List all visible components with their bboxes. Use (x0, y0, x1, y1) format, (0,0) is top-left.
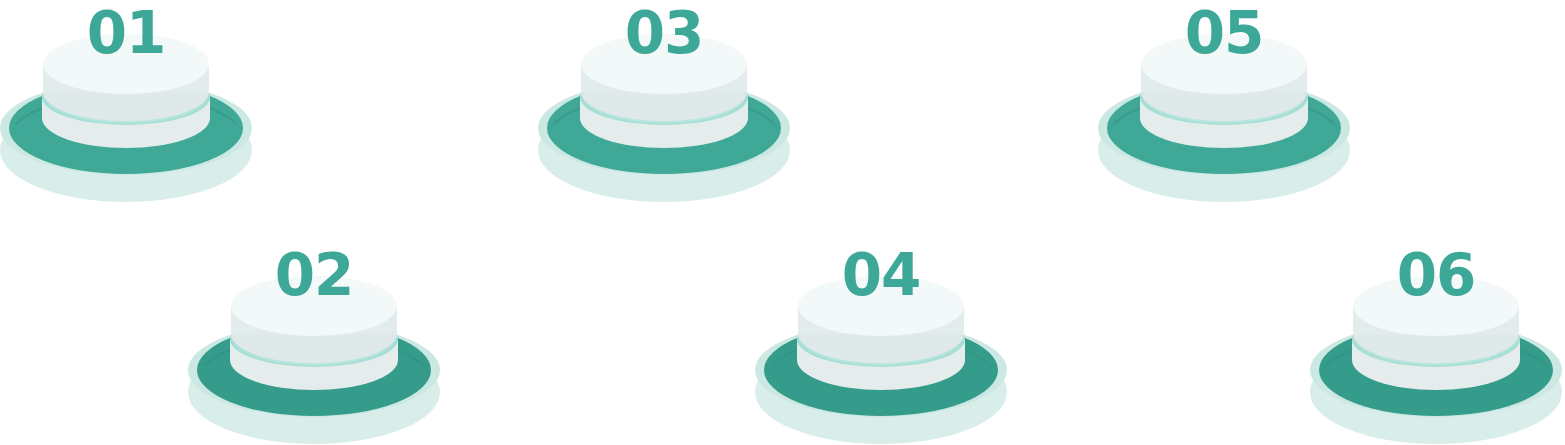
step-number: 04 (751, 246, 1011, 304)
step-number: 06 (1306, 246, 1565, 304)
step-number: 01 (0, 4, 256, 62)
step-number: 02 (184, 246, 444, 304)
pedestal-node: 01 (0, 0, 256, 215)
step-number: 03 (534, 4, 794, 62)
step-number: 05 (1094, 4, 1354, 62)
pedestal-node: 02 (184, 242, 444, 445)
pedestal-node: 04 (751, 242, 1011, 445)
pedestal-node: 06 (1306, 242, 1565, 445)
pedestal-node: 05 (1094, 0, 1354, 215)
pedestal-node: 03 (534, 0, 794, 215)
